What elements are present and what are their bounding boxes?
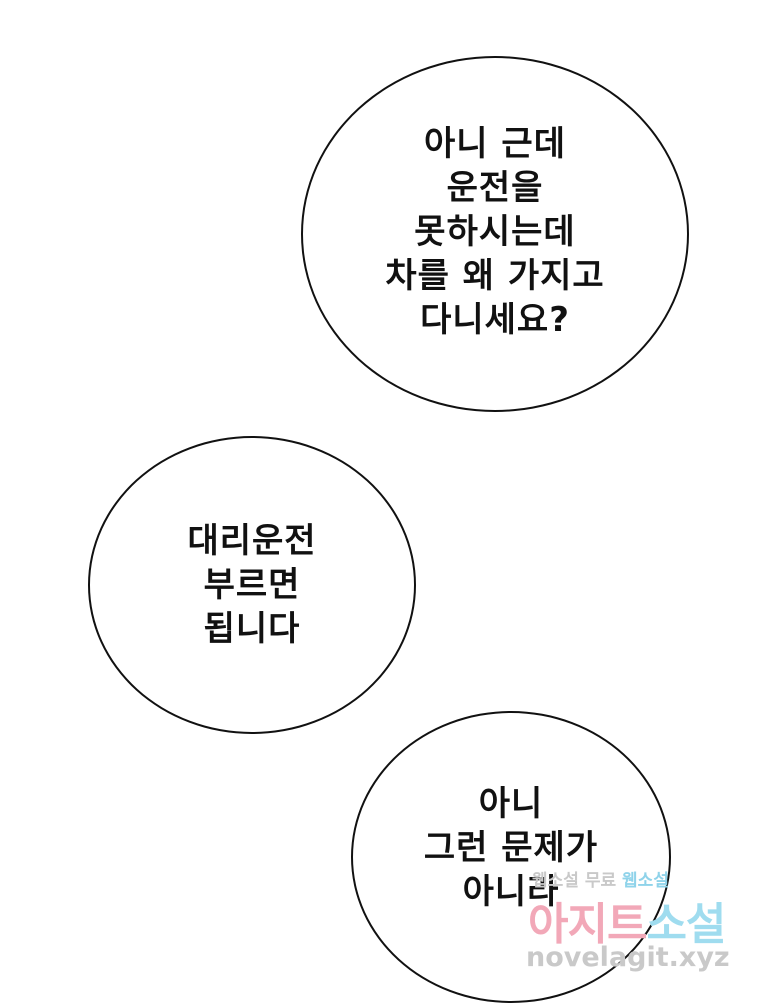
- bubble-3-line-2: 그런 문제가: [423, 828, 599, 868]
- bubble-1-line-2: 운전을: [446, 168, 544, 208]
- speech-bubble-3: 아니 그런 문제가 아니라: [351, 711, 671, 1003]
- bubble-2-line-1: 대리운전: [187, 521, 317, 561]
- speech-bubble-2: 대리운전 부르면 됩니다: [88, 436, 416, 734]
- bubble-1-line-5: 다니세요?: [420, 300, 570, 340]
- speech-bubble-1: 아니 근데 운전을 못하시는데 차를 왜 가지고 다니세요?: [301, 56, 689, 412]
- bubble-2-line-3: 됩니다: [203, 609, 301, 649]
- bubble-1-line-1: 아니 근데: [424, 124, 566, 164]
- bubble-3-line-3: 아니라: [462, 872, 560, 912]
- bubble-2-line-2: 부르면: [203, 565, 301, 605]
- bubble-1-line-3: 못하시는데: [414, 212, 576, 252]
- bubble-1-line-4: 차를 왜 가지고: [385, 256, 605, 296]
- bubble-3-line-1: 아니: [478, 784, 544, 824]
